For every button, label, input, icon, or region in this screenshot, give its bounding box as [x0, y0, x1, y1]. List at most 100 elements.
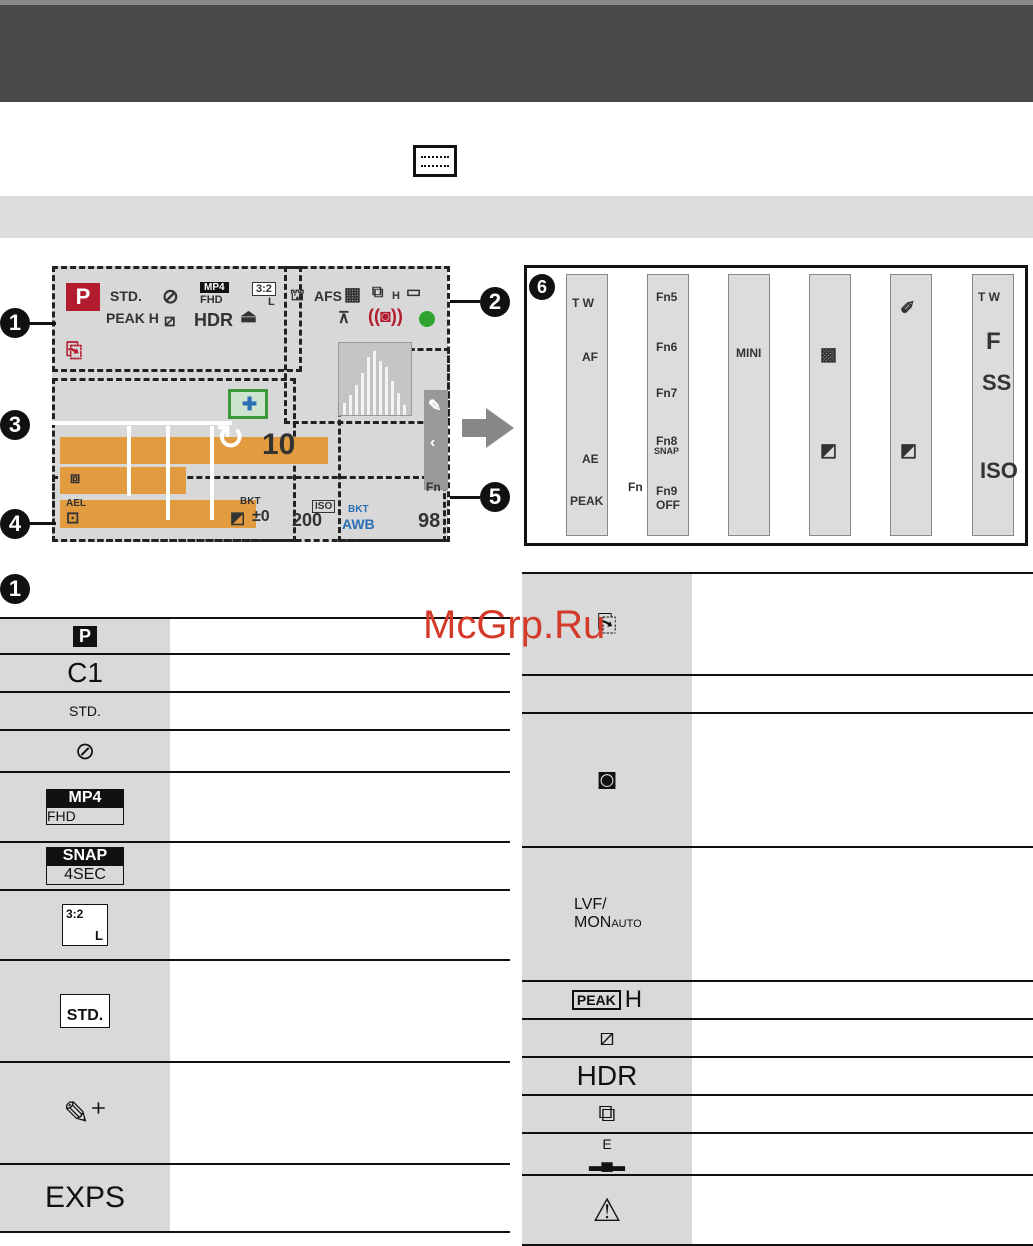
afs-label: AFS — [314, 288, 342, 304]
iso-value: 200 — [292, 510, 323, 530]
creative-tab-icon[interactable]: ✎ — [428, 398, 442, 415]
f-label[interactable]: F — [986, 328, 1001, 355]
std-icon-label: STD. — [69, 703, 101, 719]
format-top-label: MP4 — [200, 282, 229, 293]
peak-box-label: PEAK — [571, 990, 621, 1010]
aperture-value: 3.3 — [128, 504, 159, 529]
leader-4 — [28, 522, 56, 525]
leader-5 — [450, 496, 480, 499]
video-icon: ⧈ — [70, 470, 81, 487]
camera-icon: ◙ — [597, 763, 617, 796]
metering-small-icon: ⊡ — [66, 510, 80, 527]
fn6-label[interactable]: Fn6 — [656, 340, 678, 354]
leader-line-h — [28, 421, 232, 425]
callout-3: 3 — [0, 410, 30, 440]
aspect-label: 3:2 — [252, 282, 276, 296]
multi-exposure-icon: ⧉ — [598, 1100, 616, 1127]
exposure-tab-icon-2[interactable]: ◩ — [900, 440, 918, 460]
watermark: McGrp.Ru — [423, 603, 606, 647]
right-row-3: ◙ — [522, 714, 1033, 848]
creative-plus-icon: ✎⁺ — [63, 1095, 107, 1131]
chevron-left-icon[interactable]: ‹ — [430, 434, 436, 451]
burst-icon: ⧉ — [372, 284, 384, 301]
highlight-bar-1 — [60, 437, 328, 464]
right-row-8: ⧉ — [522, 1096, 1033, 1134]
touch-tab-panel — [524, 265, 1028, 546]
touch-tab-strip — [424, 390, 448, 490]
snap-label: SNAP — [654, 446, 680, 456]
fn5-label[interactable]: Fn5 — [656, 290, 678, 304]
left-row-1: P — [0, 619, 510, 655]
mode-badge: P — [66, 283, 100, 311]
fn8-label[interactable]: Fn8 — [656, 434, 678, 448]
metering-icon: ▦ — [344, 284, 362, 304]
self-timer-icon: ↻ — [216, 419, 245, 457]
burst-suffix-label: H — [392, 290, 400, 302]
page-header-bar — [0, 0, 1033, 102]
gradient-icon[interactable]: ▩ — [820, 344, 838, 364]
flash-off-icon: ⊘ — [162, 286, 179, 308]
tab-strip-2 — [647, 274, 689, 536]
right-row-7: HDR — [522, 1058, 1033, 1096]
zoom-tw-label[interactable]: T W — [572, 296, 594, 310]
level-e-icon: ⏏ — [240, 306, 258, 326]
mp4-label: MP4 — [46, 789, 124, 807]
eyedropper-icon[interactable]: ✐ — [900, 298, 916, 318]
touch-ae-label[interactable]: AE — [582, 452, 599, 466]
ss-label[interactable]: SS — [982, 370, 1012, 395]
right-row-4: LVF/MONAUTO — [522, 848, 1033, 982]
right-table-top-rule — [522, 572, 1033, 574]
tab-strip-4 — [809, 274, 851, 536]
format-bottom-label: FHD — [200, 294, 223, 306]
right-row-10: ⚠ — [522, 1176, 1033, 1246]
gamma-icon-2: ⧄ — [599, 1024, 615, 1051]
e-label: E — [602, 1136, 612, 1152]
zone-4-outline — [52, 476, 446, 542]
auto-label: AUTO — [611, 918, 642, 930]
left-table-top-rule — [0, 617, 510, 619]
histogram — [338, 342, 412, 416]
gamma-icon: ⧄ — [164, 310, 176, 330]
highlight-bar-3 — [60, 500, 256, 528]
callout-1: 1 — [0, 308, 30, 338]
sec4-label: 4SEC — [46, 865, 124, 885]
fn7-label[interactable]: Fn7 — [656, 386, 678, 400]
exps-label: EXPS — [44, 1181, 126, 1214]
callout-2: 2 — [480, 287, 510, 317]
fn9-label[interactable]: Fn9 — [656, 484, 678, 498]
ratio-label: 3:2 — [66, 907, 84, 921]
iso-tab-label[interactable]: ISO — [980, 458, 1018, 483]
self-timer-value: 10 — [262, 428, 296, 461]
touch-af-label[interactable]: AF — [582, 350, 598, 364]
mic-icon: ⊼ — [338, 310, 350, 327]
arrow-right-icon — [486, 408, 514, 448]
size-label: L — [268, 296, 275, 308]
level-base-icon: ▂▄▂ — [589, 1154, 625, 1171]
card-write-icon-2: ⎘ — [597, 610, 617, 637]
zone-1-outline — [52, 266, 302, 372]
zone-2-outline — [284, 266, 450, 424]
fn-side-label[interactable]: Fn — [628, 480, 643, 494]
zoom-tw-label-2[interactable]: T W — [978, 290, 1000, 304]
right-row-1: ⎘ — [522, 574, 1033, 676]
exposure-tab-icon[interactable]: ◩ — [820, 440, 838, 460]
fhd-label: FHD — [46, 807, 124, 825]
fn-tab-label[interactable]: Fn — [426, 480, 441, 494]
leader-line-1 — [127, 426, 131, 496]
stabilizer-icon: ((◙)) — [368, 306, 403, 326]
viewfinder-frame-icon — [413, 145, 457, 177]
hdr-label-2: HDR — [576, 1060, 638, 1091]
peak-tab-label[interactable]: PEAK — [570, 494, 604, 508]
arrow-right-body — [462, 419, 486, 437]
mini-label[interactable]: MINI — [736, 346, 762, 360]
callout-5: 5 — [480, 482, 510, 512]
bkt2-label: BKT — [348, 504, 369, 515]
ael-label: AEL — [66, 498, 86, 509]
af-cross-icon: ✚ — [242, 394, 258, 414]
tab-strip-3 — [728, 274, 770, 536]
right-row-9: E ▂▄▂ — [522, 1134, 1033, 1176]
bkt-label: BKT — [240, 496, 261, 507]
